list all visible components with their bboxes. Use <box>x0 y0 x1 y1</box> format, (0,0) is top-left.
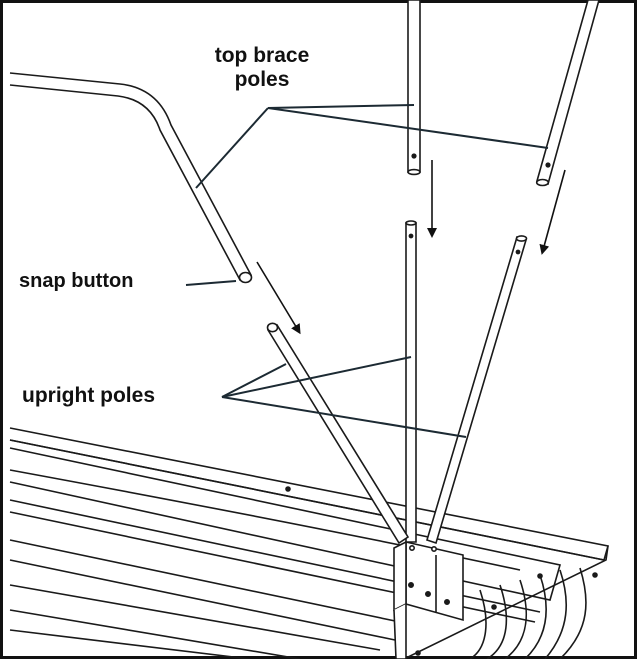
leader-top-brace-center <box>267 104 415 109</box>
leader-snap-button <box>185 280 237 286</box>
corner-bracket <box>393 540 464 659</box>
top-brace-pole-center <box>407 0 421 176</box>
label-upright-poles: upright poles <box>22 384 155 407</box>
arrow-right <box>539 169 566 255</box>
top-brace-pole-right <box>535 0 600 187</box>
leader-top-brace-curved <box>195 107 269 189</box>
leader-upright-left <box>221 363 287 398</box>
top-brace-pole-curved <box>9 72 253 284</box>
label-top-brace-poles: top brace poles <box>214 44 310 92</box>
upright-pole-right <box>426 235 528 545</box>
insertion-arrows <box>256 160 566 335</box>
upright-pole-left <box>266 322 410 545</box>
leader-lines <box>185 104 549 438</box>
leader-upright-center <box>221 356 412 398</box>
leader-top-brace-right <box>267 107 549 149</box>
arrow-left <box>256 261 301 335</box>
base-tray <box>9 427 610 659</box>
label-snap-button: snap button <box>19 270 134 292</box>
leader-upright-right <box>221 396 467 438</box>
upright-pole-center <box>405 220 417 543</box>
